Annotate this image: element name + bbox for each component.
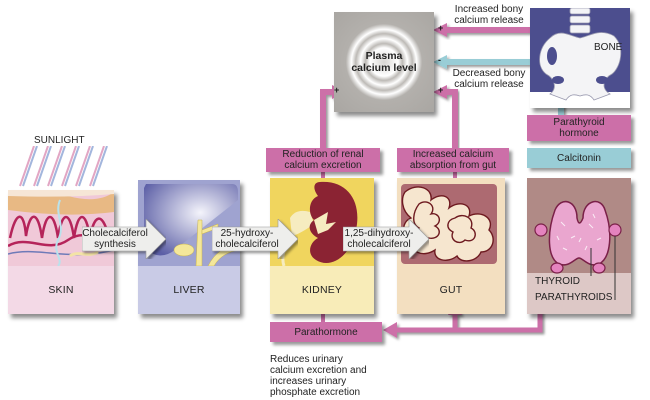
parathyroids-label: PARATHYROIDS <box>535 292 613 303</box>
pelvis-illustration <box>530 8 630 108</box>
calcitonin-box: Calcitonin <box>527 148 631 168</box>
thyroid-label: THYROID <box>535 276 580 287</box>
thyroid-illustration <box>527 200 631 314</box>
minus-sign-bone-decrease: - <box>438 55 441 65</box>
increased-line2: calcium release <box>454 15 524 26</box>
decreased-bony-release-label: Decreased bony calcium release <box>448 68 530 90</box>
thyroid-panel: THYROID PARATHYROIDS <box>527 178 631 314</box>
gut-to-plasma-line <box>433 85 458 150</box>
25-hydroxycholecalciferol-arrow: 25-hydroxy- cholecalciferol <box>212 219 298 259</box>
liver-to-kidney-line2: cholecalciferol <box>215 239 279 250</box>
plus-sign-gut: + <box>438 85 444 95</box>
kidney-label: KIDNEY <box>270 266 374 314</box>
sunlight-label: SUNLIGHT <box>34 135 85 146</box>
bone-panel: BONE <box>530 8 630 108</box>
liver-to-kidney-line1: 25-hydroxy- <box>220 228 274 239</box>
decreased-line1: Decreased bony <box>452 68 526 79</box>
increased-line1: Increased bony <box>454 4 524 15</box>
reduction-renal-excretion-box: Reduction of renal calcium excretion <box>266 148 380 172</box>
pth-line2: hormone <box>559 128 599 139</box>
flow-arrow-text-1: Cholecalciferol synthesis <box>82 219 148 259</box>
increased-bony-release-label: Increased bony calcium release <box>448 4 530 26</box>
flow-arrow-text-2: 25-hydroxy- cholecalciferol <box>212 219 282 259</box>
decreased-line2: calcium release <box>454 79 524 90</box>
kidney-effect-line1: Reduction of renal <box>282 149 364 160</box>
kidney-to-gut-line1: 1,25-dihydroxy- <box>344 228 414 239</box>
plasma-calcium-box: Plasma calcium level <box>334 12 434 112</box>
plus-sign-bone-increase: + <box>438 23 444 33</box>
increased-gut-absorption-box: Increased calcium absorption from gut <box>397 148 509 172</box>
liver-label: LIVER <box>138 266 240 314</box>
parathyroid-hormone-box: Parathyroid hormone <box>527 115 631 141</box>
bone-label: BONE <box>594 42 623 53</box>
plus-sign-kidney: + <box>334 85 340 95</box>
skin-panel: SKIN <box>8 190 114 314</box>
flow-arrow-shape <box>343 219 429 259</box>
skin-label: SKIN <box>48 284 74 296</box>
flow-arrow-shape <box>212 219 298 259</box>
skin-to-liver-line2: synthesis <box>94 239 136 250</box>
kidney-illustration <box>270 178 374 266</box>
caption-line1: Reduces urinary <box>270 354 343 365</box>
flow-arrow-text-3: 1,25-dihydroxy- cholecalciferol <box>343 219 415 259</box>
gut-effect-line2: absorption from gut <box>409 160 497 171</box>
parathormone-caption: Reduces urinary calcium excretion and in… <box>270 354 367 398</box>
plasma-title-line1: Plasma <box>365 50 403 62</box>
caption-line2: calcium excretion and <box>270 365 367 376</box>
liver-illustration <box>138 180 240 266</box>
flow-arrow-shape <box>82 219 166 259</box>
parathormone-box: Parathormone <box>270 322 382 342</box>
skin-to-liver-line1: Cholecalciferol <box>82 228 148 239</box>
gut-effect-line1: Increased calcium <box>412 149 494 160</box>
liver-panel: LIVER <box>138 180 240 314</box>
1-25-dihydroxycholecalciferol-arrow: 1,25-dihydroxy- cholecalciferol <box>343 219 429 259</box>
pth-line1: Parathyroid <box>553 117 605 128</box>
caption-line3: increases urinary <box>270 376 347 387</box>
caption-line4: phosphate excretion <box>270 387 361 398</box>
sunlight-rays-icon <box>19 146 108 187</box>
skin-illustration <box>8 190 114 266</box>
kidney-to-gut-line2: cholecalciferol <box>347 239 411 250</box>
plasma-title-line2: calcium level <box>351 62 417 74</box>
cholecalciferol-synthesis-arrow: Cholecalciferol synthesis <box>82 219 166 259</box>
kidney-effect-line2: calcium excretion <box>284 160 362 171</box>
gut-label: GUT <box>439 284 463 296</box>
